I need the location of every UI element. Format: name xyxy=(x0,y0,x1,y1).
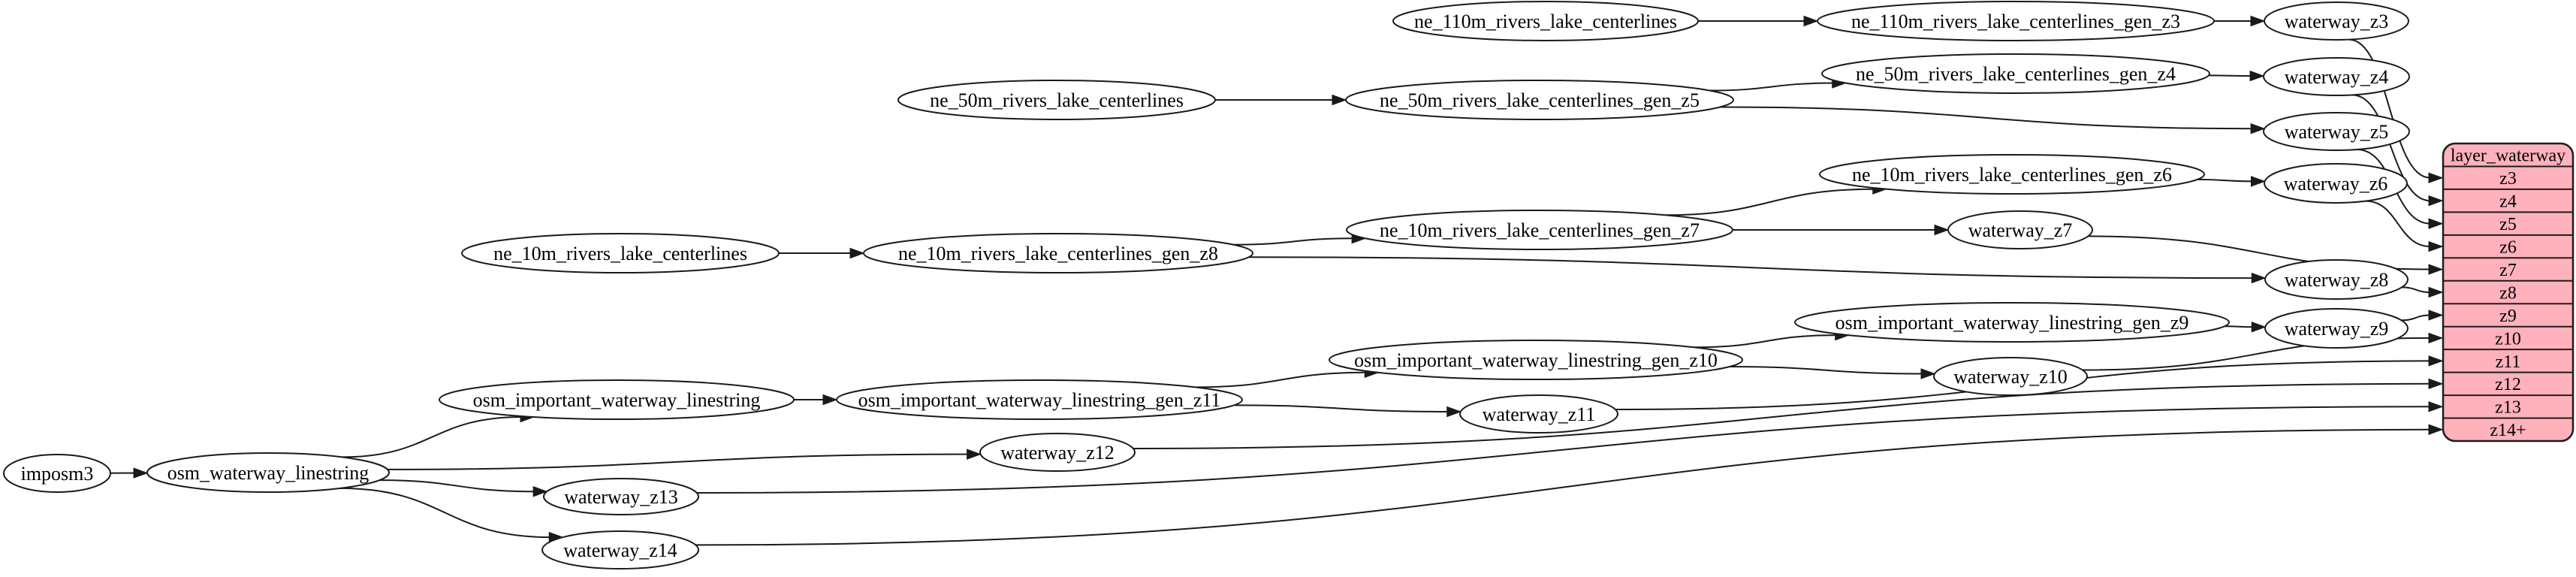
arrowhead xyxy=(2252,273,2265,283)
record-row-z3: z3 xyxy=(2499,169,2517,189)
record-row-z9: z9 xyxy=(2499,307,2517,326)
edge-osm_important_waterway_linestring_gen_z9-to-waterway_z9 xyxy=(2225,326,2253,327)
edge-waterway_z9-to-layer_waterway.z9 xyxy=(2402,316,2430,321)
arrowhead xyxy=(2429,310,2442,320)
node-label-waterway_z4: waterway_z4 xyxy=(2285,66,2389,88)
edge-waterway_z14-to-layer_waterway.z14plus xyxy=(695,430,2430,545)
node-label-waterway_z12: waterway_z12 xyxy=(1000,442,1115,464)
node-label-waterway_z3: waterway_z3 xyxy=(2285,11,2389,32)
node-label-imposm3: imposm3 xyxy=(21,463,94,485)
edge-osm_important_waterway_linestring_gen_z11-to-waterway_z11 xyxy=(1234,405,1449,412)
arrowhead xyxy=(2429,402,2442,412)
record-row-z13: z13 xyxy=(2495,398,2521,418)
edge-ne_10m_rivers_lake_centerlines_gen_z8-to-waterway_z8 xyxy=(1249,257,2254,278)
record-row-z11: z11 xyxy=(2496,352,2521,372)
arrowhead xyxy=(2429,219,2442,228)
arrowhead xyxy=(1935,225,1948,235)
record-row-z10: z10 xyxy=(2495,329,2521,349)
node-label-waterway_z9: waterway_z9 xyxy=(2285,318,2389,340)
record-title: layer_waterway xyxy=(2451,147,2565,166)
arrowhead xyxy=(2252,322,2265,332)
node-label-waterway_z11: waterway_z11 xyxy=(1483,403,1596,425)
record-row-z8: z8 xyxy=(2499,283,2517,303)
arrowhead xyxy=(134,468,147,478)
node-label-osm_waterway_linestring: osm_waterway_linestring xyxy=(167,462,370,484)
edge-ne_10m_rivers_lake_centerlines_gen_z8-to-ne_10m_rivers_lake_centerlines_gen_z7 xyxy=(1233,238,1353,245)
node-label-waterway_z14: waterway_z14 xyxy=(563,539,677,561)
node-label-waterway_z13: waterway_z13 xyxy=(564,486,678,508)
arrowhead xyxy=(1804,17,1817,26)
arrowhead xyxy=(2429,196,2442,206)
arrowhead xyxy=(2251,17,2264,26)
record-row-z6: z6 xyxy=(2499,237,2517,257)
record-row-z7: z7 xyxy=(2499,261,2517,280)
arrowhead xyxy=(2429,173,2442,183)
edge-osm_important_waterway_linestring_gen_z10-to-osm_important_waterway_linestring_gen_z9 xyxy=(1694,335,1837,347)
node-label-ne_10m_rivers_lake_centerlines_gen_z7: ne_10m_rivers_lake_centerlines_gen_z7 xyxy=(1380,219,1700,241)
node-label-osm_important_waterway_linestring_gen_z10: osm_important_waterway_linestring_gen_z1… xyxy=(1354,349,1718,371)
arrowhead xyxy=(850,249,864,258)
arrowhead xyxy=(2429,288,2442,298)
node-label-ne_50m_rivers_lake_centerlines: ne_50m_rivers_lake_centerlines xyxy=(930,89,1184,111)
edge-waterway_z8-to-layer_waterway.z8 xyxy=(2402,287,2430,292)
node-label-waterway_z5: waterway_z5 xyxy=(2285,121,2389,143)
edge-waterway_z12-to-layer_waterway.z12 xyxy=(1133,384,2430,449)
node-label-ne_10m_rivers_lake_centerlines_gen_z8: ne_10m_rivers_lake_centerlines_gen_z8 xyxy=(898,243,1218,264)
record-row-z4: z4 xyxy=(2499,192,2517,212)
node-label-waterway_z10: waterway_z10 xyxy=(1953,366,2068,388)
edge-ne_10m_rivers_lake_centerlines_gen_z7-to-ne_10m_rivers_lake_centerlines_gen_z6 xyxy=(1666,189,1875,216)
edge-osm_waterway_linestring-to-waterway_z13 xyxy=(379,480,535,491)
arrowhead xyxy=(2429,379,2442,388)
arrowhead xyxy=(2429,333,2442,343)
node-label-osm_important_waterway_linestring: osm_important_waterway_linestring xyxy=(473,389,761,411)
arrowhead xyxy=(2250,71,2264,81)
node-label-waterway_z6: waterway_z6 xyxy=(2284,173,2388,195)
node-label-osm_important_waterway_linestring_gen_z11: osm_important_waterway_linestring_gen_z1… xyxy=(858,389,1221,411)
edge-osm_important_waterway_linestring_gen_z11-to-osm_important_waterway_linestring_gen_z10 xyxy=(1196,373,1367,388)
arrowhead xyxy=(1921,369,1935,379)
record-row-z12: z12 xyxy=(2495,375,2521,394)
node-label-ne_10m_rivers_lake_centerlines_gen_z6: ne_10m_rivers_lake_centerlines_gen_z6 xyxy=(1852,164,2172,186)
edge-ne_10m_rivers_lake_centerlines_gen_z6-to-waterway_z6 xyxy=(2197,180,2253,182)
record-row-z14plus: z14+ xyxy=(2490,421,2526,440)
arrowhead xyxy=(1447,407,1461,417)
edge-ne_50m_rivers_lake_centerlines_gen_z5-to-waterway_z5 xyxy=(1720,107,2252,129)
arrowhead xyxy=(2251,177,2264,186)
edge-ne_50m_rivers_lake_centerlines_gen_z4-to-waterway_z4 xyxy=(2209,75,2252,76)
edge-osm_waterway_linestring-to-osm_important_waterway_linestring xyxy=(342,417,522,457)
arrowhead xyxy=(967,449,981,459)
edge-osm_waterway_linestring-to-waterway_z14 xyxy=(339,488,550,537)
arrowhead xyxy=(2429,264,2442,274)
node-label-waterway_z8: waterway_z8 xyxy=(2285,269,2389,291)
arrowhead xyxy=(2429,424,2442,434)
edge-osm_important_waterway_linestring_gen_z10-to-waterway_z10 xyxy=(1730,367,1923,374)
record-row-z5: z5 xyxy=(2499,215,2517,234)
node-label-ne_50m_rivers_lake_centerlines_gen_z5: ne_50m_rivers_lake_centerlines_gen_z5 xyxy=(1380,89,1700,111)
arrowhead xyxy=(823,395,837,405)
node-label-osm_important_waterway_linestring_gen_z9: osm_important_waterway_linestring_gen_z9 xyxy=(1835,312,2189,334)
edge-waterway_z6-to-layer_waterway.z6 xyxy=(2366,201,2430,247)
node-label-waterway_z7: waterway_z7 xyxy=(1968,219,2073,241)
arrowhead xyxy=(1332,95,1346,105)
node-label-ne_110m_rivers_lake_centerlines: ne_110m_rivers_lake_centerlines xyxy=(1414,11,1677,32)
arrowhead xyxy=(2429,242,2442,252)
arrowhead xyxy=(2251,124,2264,134)
node-label-ne_50m_rivers_lake_centerlines_gen_z4: ne_50m_rivers_lake_centerlines_gen_z4 xyxy=(1856,63,2176,85)
edge-osm_waterway_linestring-to-waterway_z12 xyxy=(388,455,969,470)
node-label-ne_110m_rivers_lake_centerlines_gen_z3: ne_110m_rivers_lake_centerlines_gen_z3 xyxy=(1851,11,2180,32)
arrowhead xyxy=(2429,356,2442,366)
edge-ne_50m_rivers_lake_centerlines_gen_z5-to-ne_50m_rivers_lake_centerlines_gen_z4 xyxy=(1709,83,1833,91)
node-label-ne_10m_rivers_lake_centerlines: ne_10m_rivers_lake_centerlines xyxy=(493,243,747,264)
